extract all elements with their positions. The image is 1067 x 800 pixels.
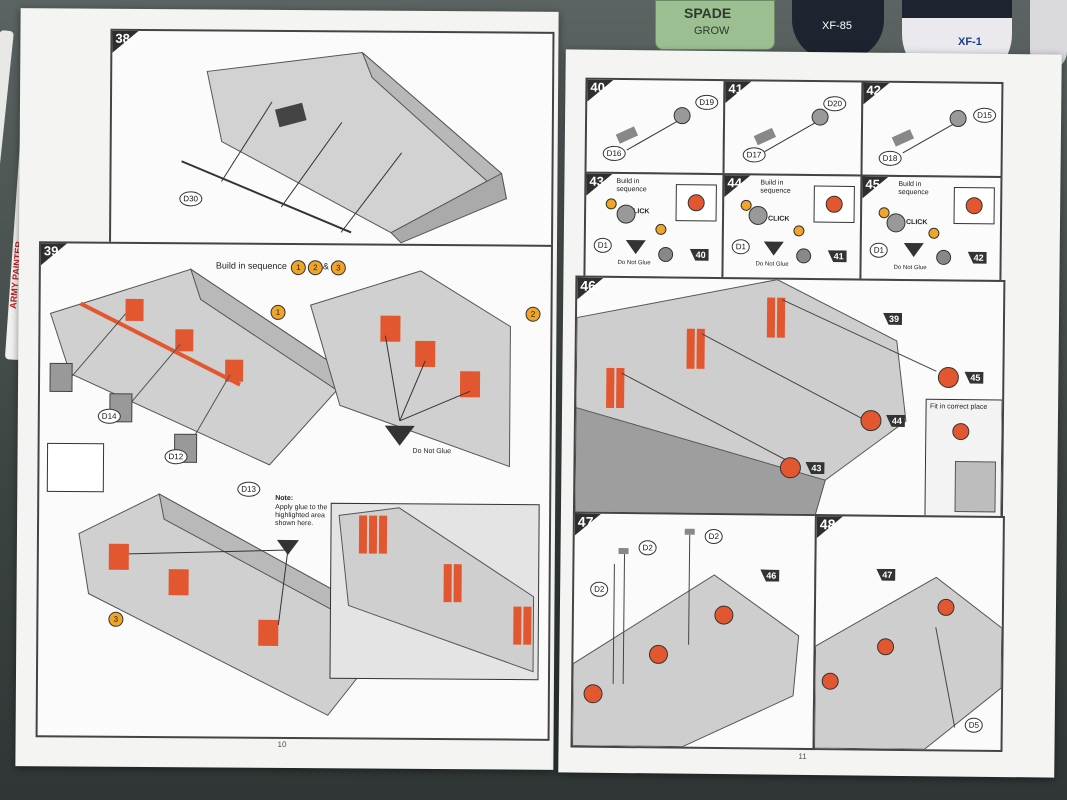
part-label: D14 bbox=[97, 408, 121, 424]
part-label: D17 bbox=[742, 147, 766, 163]
step-38-panel: 38 D30 bbox=[108, 28, 555, 249]
sub-step-badge: 2 bbox=[525, 306, 541, 322]
jar-sublabel: GROW bbox=[694, 25, 730, 37]
do-not-glue-label: Do Not Glue bbox=[617, 259, 651, 267]
paint-jar-tamiya: XF-85 bbox=[792, 0, 884, 60]
step-40-panel: 40 D19 D16 bbox=[584, 77, 726, 176]
note-text: Apply glue to the highlighted area shown… bbox=[275, 503, 328, 528]
part-label: D19 bbox=[695, 94, 719, 111]
part-drawing bbox=[878, 186, 995, 265]
part-drawing bbox=[615, 107, 691, 151]
fit-label: Fit in correct place bbox=[930, 403, 988, 411]
hull-drawing bbox=[574, 279, 1003, 519]
step-43-panel: 43 Build in sequence CLICK D1 40 Do Not … bbox=[583, 171, 725, 280]
jar-code: XF-85 bbox=[822, 20, 852, 32]
step-42-panel: 42 D15 D18 bbox=[860, 80, 1004, 179]
part-label: D16 bbox=[602, 145, 626, 162]
part-label: D13 bbox=[237, 481, 261, 497]
part-label: D18 bbox=[878, 150, 902, 166]
step-39-panel: 39 Build in sequence 1 2 & 3 bbox=[35, 241, 554, 741]
part-label: D30 bbox=[179, 191, 203, 207]
paint-jar-green: SPADE GROW bbox=[655, 0, 775, 50]
hull-drawing bbox=[814, 576, 1003, 750]
left-page: 38 D30 39 Build in sequence 1 2 & 3 bbox=[15, 8, 559, 770]
page-number: 10 bbox=[277, 739, 287, 750]
step-44-panel: 44 Build in sequence CLICK D1 41 Do Not … bbox=[721, 173, 863, 281]
jar-label: SPADE bbox=[684, 5, 732, 21]
note-title: Note: bbox=[275, 494, 294, 503]
assembly-drawings bbox=[46, 268, 540, 716]
right-page: 40 D19 D16 41 D20 D17 42 D15 D18 43 Buil… bbox=[558, 49, 1062, 778]
part-drawing bbox=[605, 184, 717, 262]
do-not-glue-label: Do Not Glue bbox=[755, 261, 789, 268]
part-drawing bbox=[740, 185, 855, 264]
sub-step-badge: 3 bbox=[108, 611, 124, 627]
step-41-panel: 41 D20 D17 bbox=[722, 79, 864, 177]
hull-drawing bbox=[181, 51, 508, 244]
sub-step-badge: 1 bbox=[270, 304, 286, 320]
hull-drawing bbox=[572, 528, 800, 748]
step-48-panel: 48 47 D5 bbox=[812, 514, 1005, 753]
do-not-glue-label: Do Not Glue bbox=[412, 447, 452, 456]
part-label: D12 bbox=[164, 449, 188, 465]
step-46-panel: 46 39 45 44 43 Fit in correct place bbox=[572, 275, 1006, 521]
part-label: D20 bbox=[823, 96, 847, 112]
do-not-glue-label: Do Not Glue bbox=[893, 264, 927, 272]
jar-code: XF-1 bbox=[958, 36, 982, 48]
step-45-panel: 45 Build in sequence CLICK D1 42 Do Not … bbox=[859, 174, 1003, 282]
page-number: 11 bbox=[798, 751, 807, 761]
part-label: D15 bbox=[973, 107, 996, 123]
part-drawing bbox=[753, 108, 829, 152]
step-47-panel: 47 D2 D2 D2 46 bbox=[570, 511, 817, 751]
part-drawing bbox=[891, 110, 967, 154]
